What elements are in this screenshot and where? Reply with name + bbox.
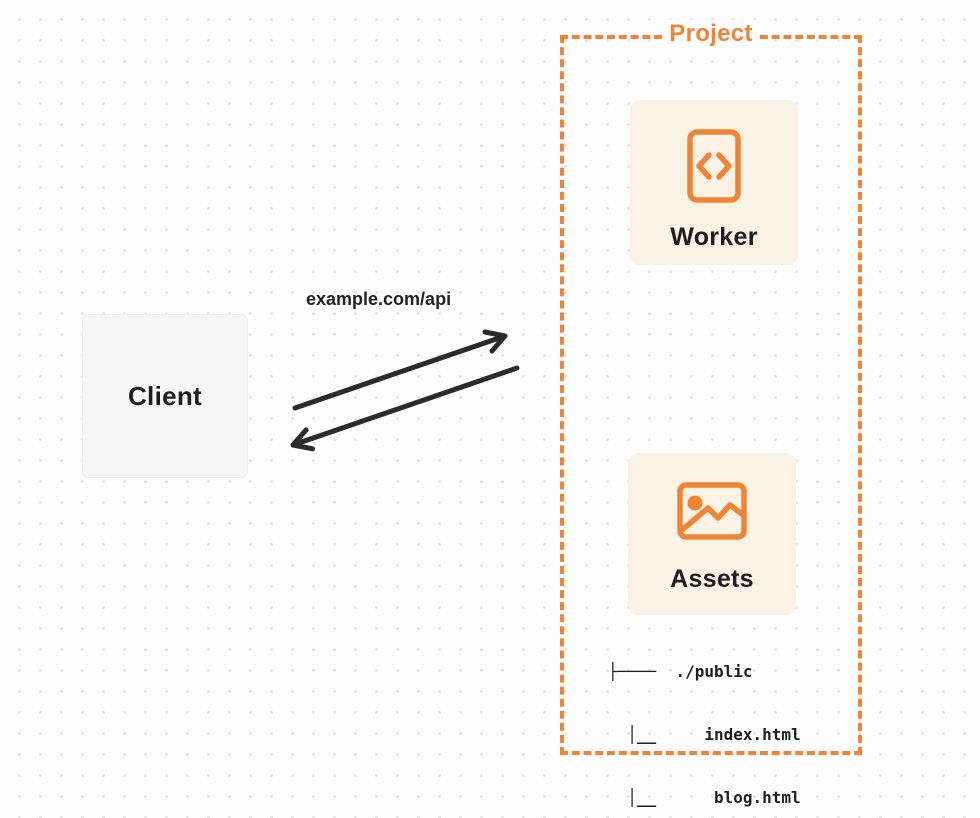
client-node: Client	[82, 314, 248, 478]
worker-label: Worker	[670, 223, 758, 251]
file-tree: ├──── ./public │__ index.html │__ blog.h…	[608, 619, 801, 818]
request-url-label: example.com/api	[306, 289, 452, 309]
file-tree-row-index: │__ index.html	[608, 725, 801, 744]
response-arrow	[290, 365, 520, 452]
request-arrow	[292, 329, 508, 411]
code-file-icon	[686, 128, 742, 203]
client-label: Client	[127, 380, 203, 411]
assets-node: Assets	[628, 453, 796, 615]
image-icon	[676, 481, 748, 540]
assets-label: Assets	[670, 565, 754, 593]
worker-node: Worker	[630, 100, 798, 265]
file-tree-row-root: ├──── ./public	[608, 662, 753, 681]
file-tree-row-blog: │__ blog.html	[608, 788, 801, 807]
